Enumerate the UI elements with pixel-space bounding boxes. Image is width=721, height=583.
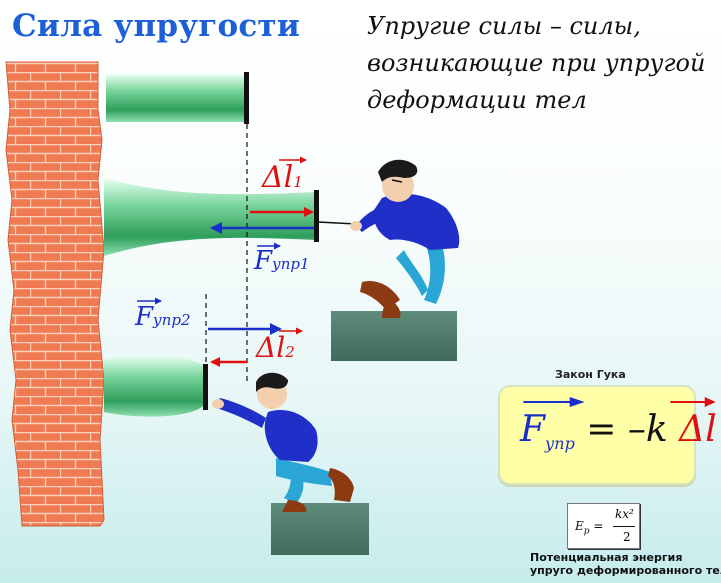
hooke-equals: = –k (586, 409, 668, 450)
energy-numerator: kx² (615, 507, 634, 521)
f-upr1-label: Fупр1 (254, 246, 310, 276)
rod-unstretched (106, 72, 249, 124)
definition-line-1: Упругие силы – силы, (367, 12, 641, 40)
energy-caption-line-1: Потенциальная энергия (530, 551, 683, 564)
fraction-bar (613, 526, 635, 527)
delta-l-vector-arrow (670, 397, 716, 407)
boy-pushing (212, 372, 354, 512)
f-upr2-label: Fупр2 (135, 302, 191, 332)
definition-text: Упругие силы – силы, возникающие при упр… (367, 8, 717, 119)
energy-lhs: Ep = (575, 519, 604, 537)
hooke-formula: Fупр = –k Δl (520, 397, 717, 453)
energy-caption: Потенциальная энергия упруго деформирова… (530, 551, 721, 577)
delta-l-vector: Δl (668, 397, 717, 450)
stand-upper (331, 311, 457, 361)
boy-pulling (350, 159, 460, 318)
rope (317, 221, 357, 225)
force-vector-arrow (523, 397, 585, 407)
energy-formula-box: Ep = kx² 2 (567, 503, 640, 549)
delta-l1-label: Δl1 (262, 160, 303, 195)
page-title: Сила упругости (12, 8, 301, 44)
energy-denominator: 2 (623, 530, 631, 544)
hooke-caption: Закон Гука (555, 368, 626, 381)
definition-line-3: деформации тел (367, 86, 587, 114)
force-vector: Fупр (520, 397, 586, 453)
rod-stretched (104, 178, 319, 256)
rod-compressed (104, 355, 208, 417)
brick-wall (5, 61, 105, 527)
definition-line-2: возникающие при упругой (367, 49, 706, 77)
delta-l2-label: Δl2 (256, 331, 295, 364)
energy-caption-line-2: упруго деформированного тела (530, 564, 721, 577)
